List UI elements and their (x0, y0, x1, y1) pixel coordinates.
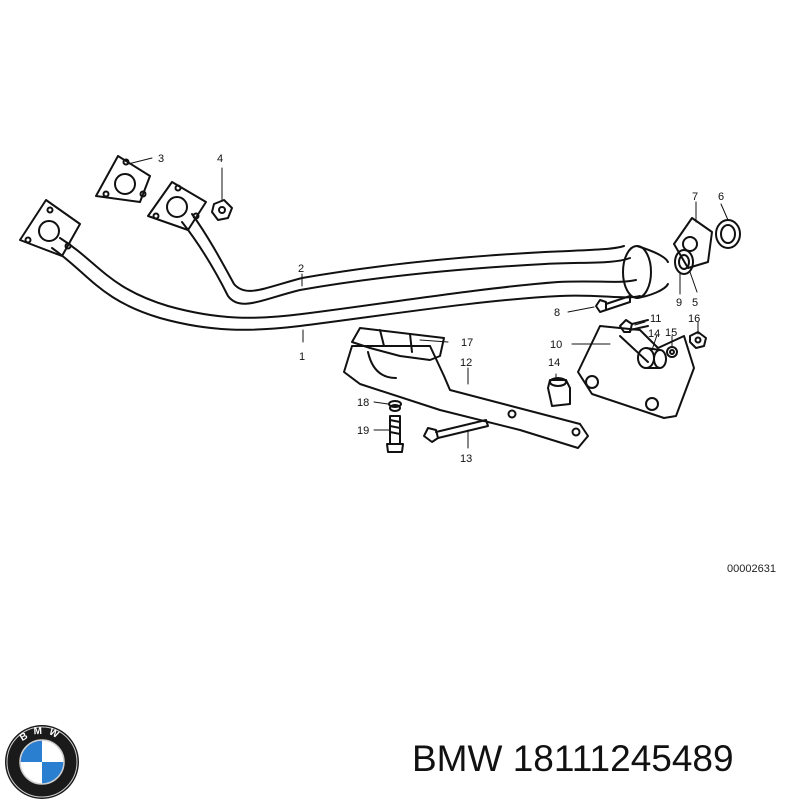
rubber-mount-14-lower (547, 377, 571, 407)
callout-7: 7 (692, 191, 698, 203)
callout-11: 11 (650, 313, 661, 325)
callout-2: 2 (298, 263, 304, 275)
callout-12: 12 (460, 357, 472, 369)
pipe-collector (622, 245, 669, 299)
front-pipe-1 (51, 237, 641, 331)
gasket-7 (673, 217, 713, 269)
front-pipe-2 (181, 213, 631, 305)
pipe-2-flange (147, 181, 207, 231)
bolt-13 (423, 419, 489, 443)
callout-18: 18 (357, 397, 369, 409)
bmw-logo: BMW (5, 725, 79, 799)
callout-8: 8 (554, 307, 560, 319)
leader-lines (127, 157, 729, 449)
callout-4: 4 (217, 153, 223, 165)
callout-6: 6 (718, 191, 724, 203)
part-caption: BMW 18111245489 (412, 738, 734, 780)
callout-5: 5 (692, 297, 698, 309)
pipe-1-flange (19, 199, 81, 257)
callout-16: 16 (688, 313, 700, 325)
bolt-8 (595, 295, 631, 313)
ring-5 (674, 249, 694, 275)
callout-10: 10 (550, 339, 562, 351)
washer-15 (666, 346, 678, 358)
callout-17: 17 (461, 337, 473, 349)
brand-name: BMW (412, 738, 503, 779)
washer-18 (388, 400, 402, 412)
callout-13: 13 (460, 453, 472, 465)
callout-labels: 1 2 3 4 5 6 7 8 9 10 11 12 13 14 14 15 1… (158, 153, 724, 465)
callout-3: 3 (158, 153, 164, 165)
bolt-19 (386, 415, 404, 453)
callout-1: 1 (299, 351, 305, 363)
part-number: 18111245489 (512, 738, 734, 779)
gasket-3 (95, 155, 151, 203)
callout-14-lower: 14 (548, 357, 560, 369)
clamp-17 (351, 327, 445, 361)
callout-9: 9 (676, 297, 682, 309)
callout-14-upper: 14 (648, 328, 660, 340)
nut-4 (211, 199, 233, 221)
ring-6 (715, 219, 741, 249)
diagram-reference-code: 00002631 (727, 563, 776, 575)
bracket-10 (577, 325, 695, 419)
bolt-11 (619, 319, 649, 333)
rubber-mount-14 (637, 347, 667, 369)
bracket-12 (343, 345, 589, 449)
callout-15: 15 (665, 327, 677, 339)
callout-19: 19 (357, 425, 369, 437)
